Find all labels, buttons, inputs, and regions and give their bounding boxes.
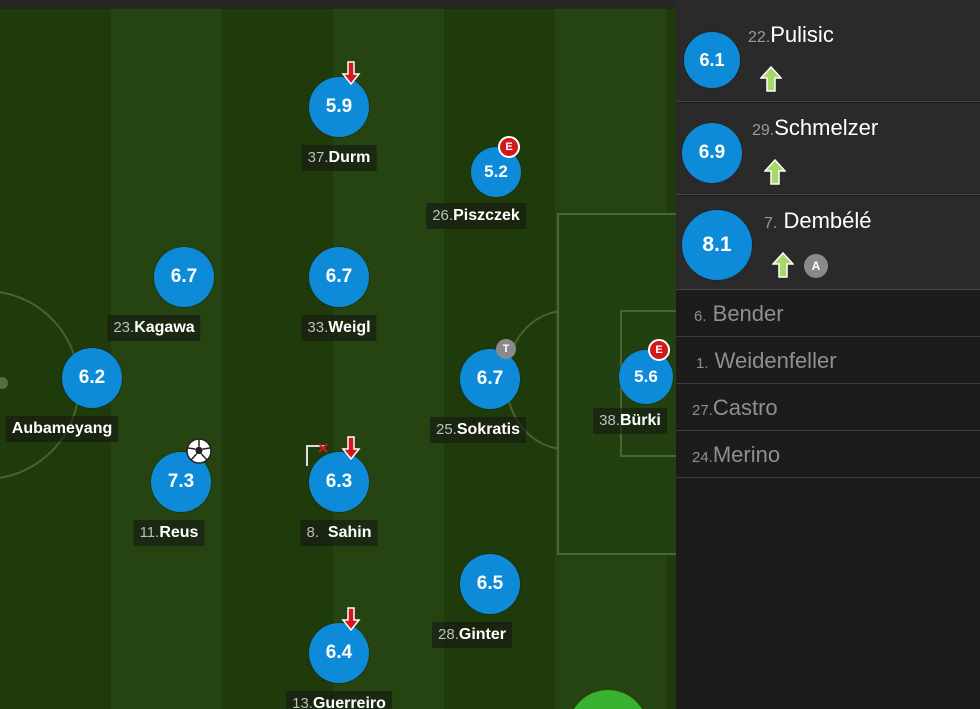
- player-rating: 6.5: [460, 554, 520, 614]
- bench-player-name: 27.Castro: [692, 395, 778, 420]
- bench-row-castro[interactable]: 27.Castro: [676, 384, 980, 431]
- substitute-name: 7. Dembélé: [764, 208, 872, 233]
- player-name-label: 11.Reus: [133, 520, 205, 546]
- substitution-in-icon: [771, 251, 795, 278]
- player-name-label: 37.Durm: [301, 145, 377, 171]
- player-name-label: 8. Sahin: [300, 520, 378, 546]
- player-rating: 5.9: [309, 77, 369, 137]
- captain-badge: T: [496, 339, 516, 359]
- substitute-row-dembele[interactable]: 8.1 7. Dembélé A: [676, 196, 980, 290]
- player-name-label: 33.Weigl: [301, 315, 377, 341]
- substitute-rating: 8.1: [682, 210, 752, 280]
- bench-player-name: 1. Weidenfeller: [696, 348, 837, 373]
- substitution-in-icon: [763, 158, 787, 185]
- goal-ball-icon: [186, 438, 212, 469]
- substitution-in-icon: [759, 65, 783, 92]
- player-rating: 6.7: [309, 247, 369, 307]
- pitch: 6.2 Aubameyang 6.7 23.Kagawa 7.3 11.Reus…: [0, 0, 676, 709]
- player-name-label: Aubameyang: [5, 416, 119, 442]
- bench-row-bender[interactable]: 6. Bender: [676, 290, 980, 337]
- yellow-card-badge: E: [498, 136, 520, 158]
- substitution-out-icon: [341, 61, 361, 85]
- player-rating: 6.7: [154, 247, 214, 307]
- player-rating: 6.3: [309, 452, 369, 512]
- player-rating: 6.4: [309, 623, 369, 683]
- assist-badge: A: [804, 254, 828, 278]
- player-name-label: 13.Guerreiro: [286, 691, 392, 709]
- player-name-label: 28.Ginter: [432, 622, 512, 648]
- player-name-label: 38.Bürki: [593, 408, 667, 434]
- substitute-row-schmelzer[interactable]: 6.9 29.Schmelzer: [676, 103, 980, 195]
- top-bar: [0, 0, 676, 9]
- player-rating: 6.2: [62, 348, 122, 408]
- help-button[interactable]: [568, 690, 648, 709]
- player-rating: 5.2: [471, 147, 521, 197]
- player-name-label: 25.Sokratis: [430, 417, 526, 443]
- substitute-rating: 6.1: [684, 32, 740, 88]
- bench-row-merino[interactable]: 24.Merino: [676, 431, 980, 478]
- substitute-name: 29.Schmelzer: [752, 115, 879, 140]
- player-rating: 6.7: [460, 349, 520, 409]
- bench-player-name: 6. Bender: [694, 301, 784, 326]
- player-name-label: 23.Kagawa: [107, 315, 201, 341]
- substitution-out-icon: [341, 436, 361, 460]
- substitute-name: 22.Pulisic: [748, 22, 834, 47]
- assist-corner-icon: [305, 442, 331, 473]
- bench-player-name: 24.Merino: [692, 442, 781, 467]
- substitute-rating: 6.9: [682, 123, 742, 183]
- center-spot: [0, 377, 8, 389]
- player-name-label: 26.Piszczek: [426, 203, 526, 229]
- substitute-row-pulisic[interactable]: 6.1 22.Pulisic: [676, 0, 980, 102]
- substitution-out-icon: [341, 607, 361, 631]
- yellow-card-badge: E: [648, 339, 670, 361]
- bench-row-weidenfeller[interactable]: 1. Weidenfeller: [676, 337, 980, 384]
- substitutes-panel: 6.1 22.Pulisic 6.9 29.Schmelzer 8.1 7. D…: [676, 0, 980, 709]
